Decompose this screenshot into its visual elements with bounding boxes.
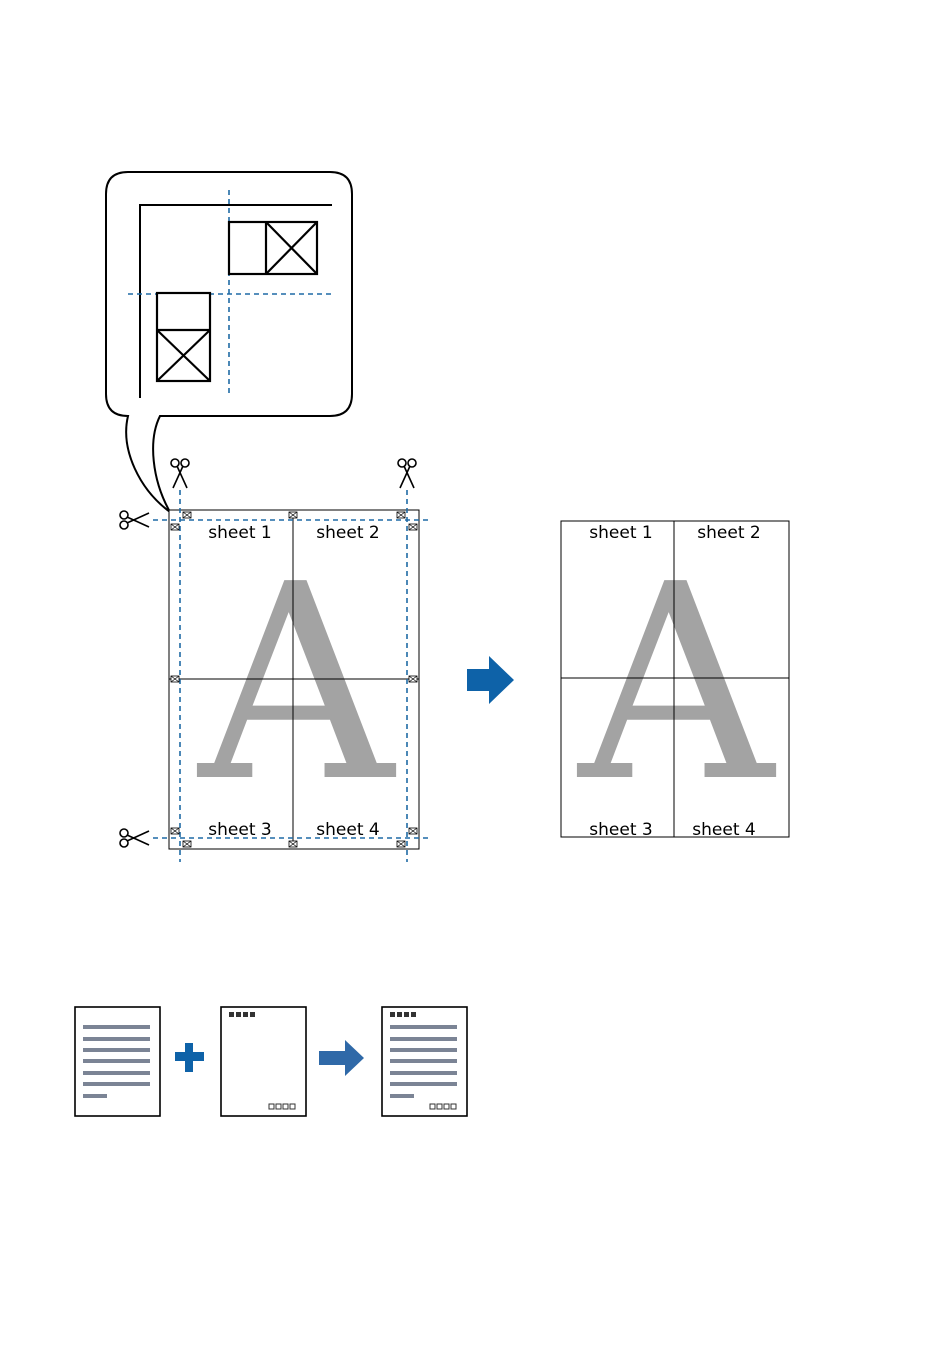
result-label-4: sheet 4 (692, 820, 755, 840)
header-footer-page-icon (221, 1007, 306, 1116)
scissors-icon (120, 829, 149, 847)
plus-icon (175, 1043, 204, 1072)
sheet-label-4: sheet 4 (316, 820, 379, 840)
result-label-1: sheet 1 (589, 523, 652, 543)
result-label-3: sheet 3 (589, 820, 652, 840)
scissors-icon (120, 511, 149, 529)
result-label-2: sheet 2 (697, 523, 760, 543)
combined-page-icon (382, 1007, 467, 1116)
scissors-icon (398, 459, 416, 488)
big-letter: A (574, 526, 777, 841)
sheet-label-1: sheet 1 (208, 523, 271, 543)
big-letter: A (194, 526, 397, 841)
printed-poster-sheet: A sheet 1 sheet 2 sheet 3 sheet 4 (153, 490, 428, 862)
scissors-icon (171, 459, 189, 488)
arrow-right-icon (467, 656, 514, 704)
arrow-right-icon (319, 1040, 364, 1076)
sheet-label-2: sheet 2 (316, 523, 379, 543)
document-page-icon (75, 1007, 160, 1116)
assembled-poster: A sheet 1 sheet 2 sheet 3 sheet 4 (561, 521, 789, 841)
sheet-label-3: sheet 3 (208, 820, 271, 840)
zoom-callout (106, 172, 352, 512)
